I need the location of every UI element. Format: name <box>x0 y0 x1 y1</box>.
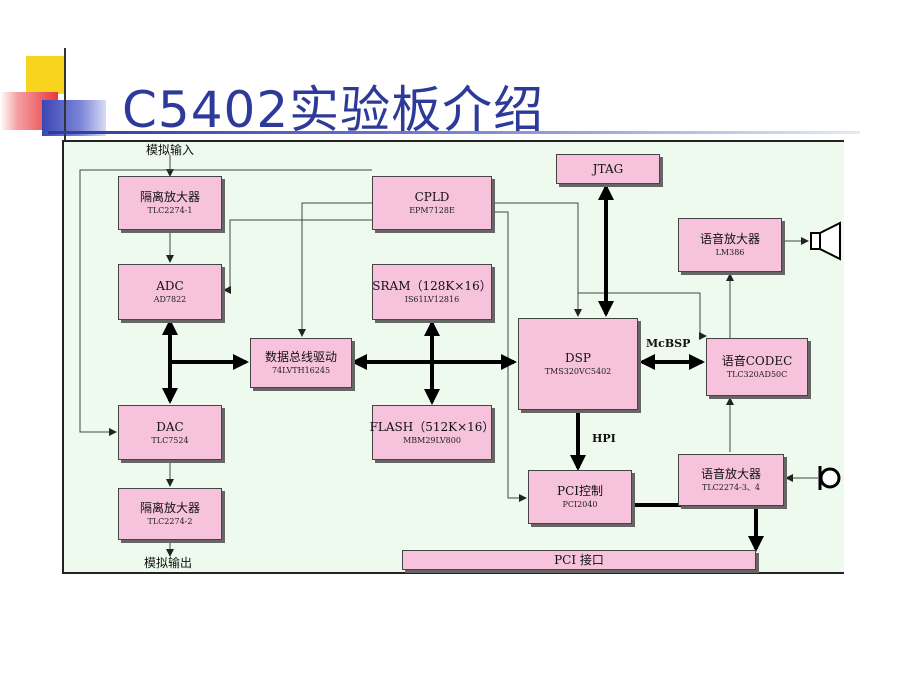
block-subtitle: TLC2274-3、4 <box>701 483 760 492</box>
block-subtitle: PCI2040 <box>562 500 598 509</box>
block-iso-amp-2: 隔离放大器 TLC2274-2 <box>118 488 222 540</box>
block-title: 数据总线驱动 <box>264 350 337 364</box>
block-adc: ADC AD7822 <box>118 264 222 320</box>
label-mcbsp: McBSP <box>646 337 691 350</box>
wire-loop-left <box>79 169 372 436</box>
block-dac: DAC TLC7524 <box>118 405 222 460</box>
wire-cross-codec <box>578 292 707 340</box>
block-subtitle: TLC320AD50C <box>726 370 788 379</box>
block-subtitle: TLC2274-1 <box>147 206 193 215</box>
label-analog-in: 模拟输入 <box>146 143 195 157</box>
block-audio-amp-in: 语音放大器 TLC2274-3、4 <box>678 454 784 506</box>
block-subtitle: AD7822 <box>153 295 187 304</box>
block-title: JTAG <box>592 161 624 176</box>
deco-yellow-square <box>26 56 66 94</box>
wire-cpld-dsp <box>492 202 582 317</box>
block-title: CPLD <box>414 190 450 204</box>
block-audio-amp-out: 语音放大器 LM386 <box>678 218 782 272</box>
block-title: PCI 接口 <box>554 552 604 567</box>
block-cpld: CPLD EPM7128E <box>372 176 492 230</box>
block-pci-control: PCI控制 PCI2040 <box>528 470 632 524</box>
block-subtitle: MBM29LV800 <box>403 435 461 445</box>
block-dsp: DSP TMS320VC5402 <box>518 318 638 410</box>
label-hpi: HPI <box>592 432 616 445</box>
block-subtitle: TMS320VC5402 <box>544 367 612 376</box>
title-underline <box>48 131 860 134</box>
block-subtitle: 74LVTH16245 <box>271 366 331 375</box>
label-analog-out: 模拟输出 <box>144 556 193 570</box>
block-subtitle: TLC2274-2 <box>147 517 193 526</box>
block-pci-port: PCI 接口 <box>402 550 756 570</box>
block-sram: SRAM（128K×16） IS61LV12816 <box>372 264 492 320</box>
block-codec: 语音CODEC TLC320AD50C <box>706 338 808 396</box>
speaker-icon <box>810 221 841 261</box>
wire-cpld-bus <box>298 202 372 337</box>
block-title: 语音CODEC <box>721 354 793 368</box>
block-title: PCI控制 <box>557 484 603 498</box>
block-subtitle: TLC7524 <box>151 435 189 445</box>
block-title: FLASH（512K×16） <box>369 419 495 434</box>
block-title: ADC <box>156 279 184 293</box>
page-title: C5402实验板介绍 <box>122 81 545 139</box>
microphone-icon <box>818 466 841 490</box>
block-subtitle: LM386 <box>715 248 745 257</box>
block-title: 隔离放大器 <box>139 190 200 204</box>
block-subtitle: IS61LV12816 <box>404 295 460 304</box>
block-title: SRAM（128K×16） <box>372 279 492 293</box>
block-title: DSP <box>565 351 591 365</box>
deco-vertical-line <box>64 48 66 144</box>
block-title: DAC <box>156 419 184 434</box>
block-title: 语音放大器 <box>700 467 761 481</box>
block-flash: FLASH（512K×16） MBM29LV800 <box>369 405 495 460</box>
block-bus-driver: 数据总线驱动 74LVTH16245 <box>250 338 352 388</box>
deco-blue-square <box>42 100 106 136</box>
block-iso-amp-1: 隔离放大器 TLC2274-1 <box>118 176 222 230</box>
block-title: 语音放大器 <box>699 232 760 246</box>
block-title: 隔离放大器 <box>139 501 200 515</box>
block-jtag: JTAG <box>556 154 660 184</box>
block-subtitle: EPM7128E <box>409 206 455 215</box>
wire-cpld-adc <box>223 219 372 294</box>
